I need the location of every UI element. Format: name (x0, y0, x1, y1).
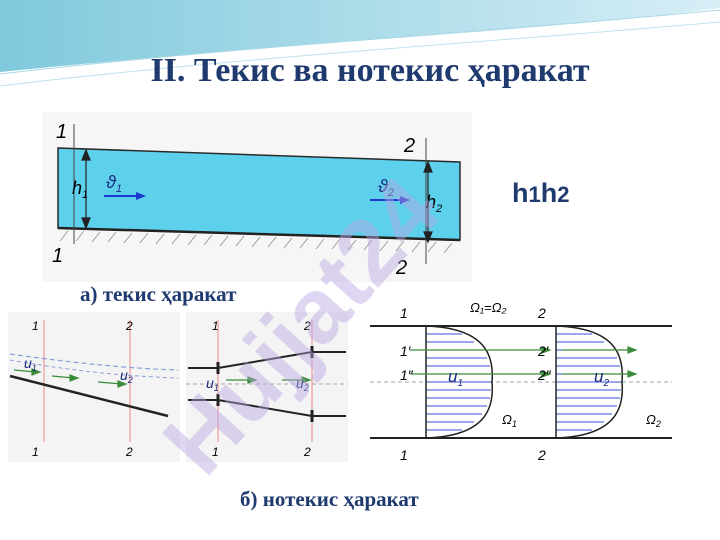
nonuniform-channel-diagram: 1 2 1 2 u1 u2 (8, 312, 180, 462)
b3-section-1-prime: 1′ (400, 343, 412, 359)
header-swoosh (0, 0, 720, 87)
b1-section-2-top: 2 (125, 319, 133, 333)
b3-section-2-double-prime: 2″ (537, 367, 552, 383)
section-2-top-label: 2 (403, 135, 415, 157)
b3-section-2-top: 2 (537, 305, 546, 321)
section-1-top-label: 1 (56, 121, 67, 143)
profile-1-hatch (426, 333, 492, 431)
section-2-bottom-label: 2 (395, 257, 407, 279)
b3-section-1-double-prime: 1″ (400, 367, 414, 383)
omega-equality-label: Ω₁=Ω₂ (470, 300, 506, 315)
b3-u2-label: u2 (594, 367, 609, 389)
b3-section-1-top: 1 (400, 305, 408, 321)
h1-dimension (81, 148, 91, 230)
caption-nonuniform: б) нотекис ҳаракат (240, 487, 419, 511)
b1-section-1-bottom: 1 (32, 445, 39, 459)
caption-uniform: а) текис ҳаракат (80, 282, 237, 306)
b2-section-2-bottom: 2 (303, 445, 311, 459)
velocity-profile-diagram: Ω₁=Ω₂ 1 2 1′ 2′ 1″ 2″ 1 2 u1 u2 Ω1 Ω2 (370, 298, 672, 466)
h1-label: h1 (72, 178, 88, 201)
omega-1-label: Ω1 (502, 412, 517, 429)
velocity-1-label: ϑ1 (106, 172, 122, 195)
omega-2-label: Ω2 (646, 412, 661, 429)
b1-u2-label: u2 (120, 367, 133, 385)
b3-section-1-bottom: 1 (400, 447, 408, 463)
converging-pipe-diagram: 1 2 1 2 u1 u2 (186, 312, 348, 462)
velocity-2-label: ϑ2 (378, 176, 394, 199)
channel-bed (57, 226, 461, 242)
b2-section-2-top: 2 (303, 319, 311, 333)
b1-section-1-top: 1 (32, 319, 39, 333)
b3-u1-label: u1 (448, 367, 463, 389)
velocity-2-arrow (370, 196, 410, 204)
page-title: II. Текис ва нотекис ҳаракат (150, 52, 590, 89)
velocity-1-arrow (104, 192, 146, 200)
bed-hatching (59, 230, 453, 254)
b3-section-2-prime: 2′ (537, 343, 550, 359)
uniform-flow-diagram: 1 1 2 2 h1 h2 ϑ1 ϑ2 (42, 112, 472, 282)
b2-u2-label: u2 (296, 375, 309, 393)
b2-section-1-bottom: 1 (212, 445, 219, 459)
h2-dimension (423, 160, 433, 244)
section-1-bottom-label: 1 (52, 245, 63, 267)
b2-u1-label: u1 (206, 375, 219, 393)
b3-section-2-bottom: 2 (537, 447, 546, 463)
b1-u1-label: u1 (24, 355, 37, 373)
b2-section-1-top: 1 (212, 319, 219, 333)
depth-relation-label: h1h2 (512, 178, 570, 208)
h2-label: h2 (426, 192, 442, 215)
b1-section-2-bottom: 2 (125, 445, 133, 459)
